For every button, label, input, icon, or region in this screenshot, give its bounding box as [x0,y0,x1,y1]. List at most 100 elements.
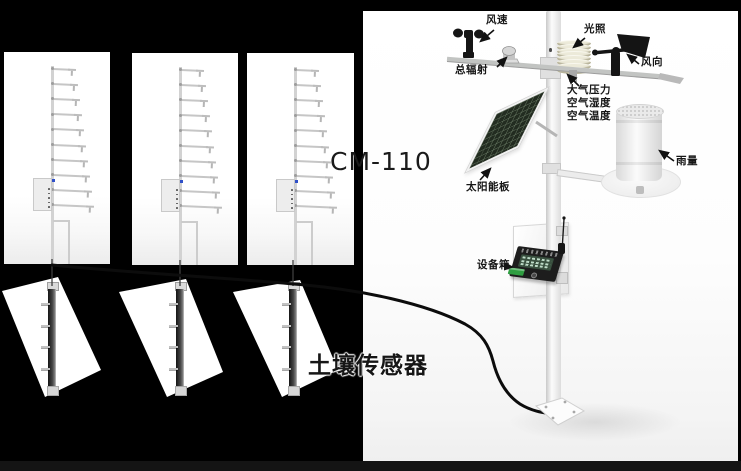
terminal-dot [175,193,178,196]
air-humidity-label: 空气湿度 [567,97,611,109]
probe-pin [41,324,50,327]
arm-joint [178,189,182,192]
arm-joint [293,143,297,147]
cable-conduit-horizontal [296,221,311,223]
soil-probe-1 [41,281,63,399]
rain-gauge-label: 雨量 [676,155,698,167]
junction-box [276,179,295,212]
tower-arm [295,159,332,168]
plate-clamp-bottom [556,272,568,284]
soil-sensor-label: 土壤传感器 [308,353,428,379]
tower-arm [180,69,205,77]
sensor-head-pin [204,116,207,122]
arm-joint [50,157,54,161]
rain-gauge-band-bottom [616,162,662,165]
air-sensor-labels: 大气压力 空气湿度 空气温度 [567,84,611,123]
tower-arm [295,144,330,153]
terminal-dot [290,193,293,196]
equipment-box-label: 设备箱 [477,259,510,271]
rain-gauge-band-top [616,120,662,123]
terminal-dot [47,201,50,204]
probe-pin [41,367,50,370]
arm-joint [293,204,297,208]
arm-joint [178,98,182,102]
tower-photo-panel-3 [247,53,354,265]
datalogger [507,246,564,283]
tower-arm [52,173,91,182]
sensor-head-pin [327,177,330,183]
arm-joint [50,142,54,146]
probe-foot [175,386,187,396]
rain-gauge-body [616,109,662,181]
arm-joint [50,127,54,131]
terminal-dot [47,206,50,208]
terminal-dot [175,202,178,205]
wind-speed-label: 风速 [486,14,508,26]
arm-joint [178,68,182,72]
arm-joint [178,83,182,87]
arm-joint [178,158,182,162]
terminal-dot [175,198,178,200]
tower-mast [179,67,182,265]
soil-probe-2 [169,281,191,399]
tower-arm [52,188,93,197]
sensor-head-pin [315,86,318,92]
probe-pin [169,346,178,348]
sensor-head-pin [329,192,332,198]
sensor-head-pin [321,132,324,138]
tower-arm [180,99,209,107]
probe-pin [169,303,178,305]
sensor-head-pin [319,116,322,122]
junction-box [161,179,180,212]
rain-gauge-foot [636,186,644,194]
probe-pin [282,324,291,327]
mast-joint [542,163,561,174]
probe-foot [47,386,59,396]
indicator-chip [51,179,55,182]
terminal-dot [290,207,293,209]
arm-joint [50,67,54,71]
sensor-head-pin [200,86,203,92]
mast-hole [549,48,552,52]
tower-arm [295,174,334,183]
plate-clamp-top [556,226,568,236]
tower-arm [52,68,77,76]
sensor-head-pin [76,115,79,121]
total-radiation-label: 总辐射 [455,64,488,76]
arm-joint [50,172,54,176]
tower-arm [295,99,324,107]
arm-joint [178,173,182,177]
tower-arm [180,129,213,138]
tower-arm [52,203,95,213]
terminal-dot [290,202,293,205]
sensor-head-pin [202,101,205,107]
terminal-dot [290,189,293,191]
sensor-head-pin [214,192,217,198]
shield-plate [557,66,591,74]
arm-joint [293,68,297,72]
rain-gauge [601,104,681,198]
tower-arm [295,114,326,122]
air-pressure-label: 大气压力 [567,84,611,96]
terminal-dot [175,207,178,209]
probe-pin [169,367,178,370]
arm-joint [50,97,54,101]
sensor-head-pin [210,162,213,168]
bottom-border [0,461,741,471]
sensor-head-pin [331,207,334,214]
cable-conduit-vertical [196,221,198,265]
arm-joint [50,188,54,191]
sensor-head-pin [317,101,320,107]
sensor-head-pin [206,132,209,138]
cable-conduit-vertical [311,221,313,265]
tower-arm [52,128,85,137]
indicator-chip [294,180,298,183]
ground-shadow [505,402,685,442]
sensor-head-pin [72,85,75,91]
sensor-head-pin [74,100,77,106]
probe-pin [41,346,50,348]
arm-joint [178,113,182,117]
tower-arm [180,144,215,153]
cable-conduit-vertical [68,220,70,264]
arm-joint [293,83,297,87]
